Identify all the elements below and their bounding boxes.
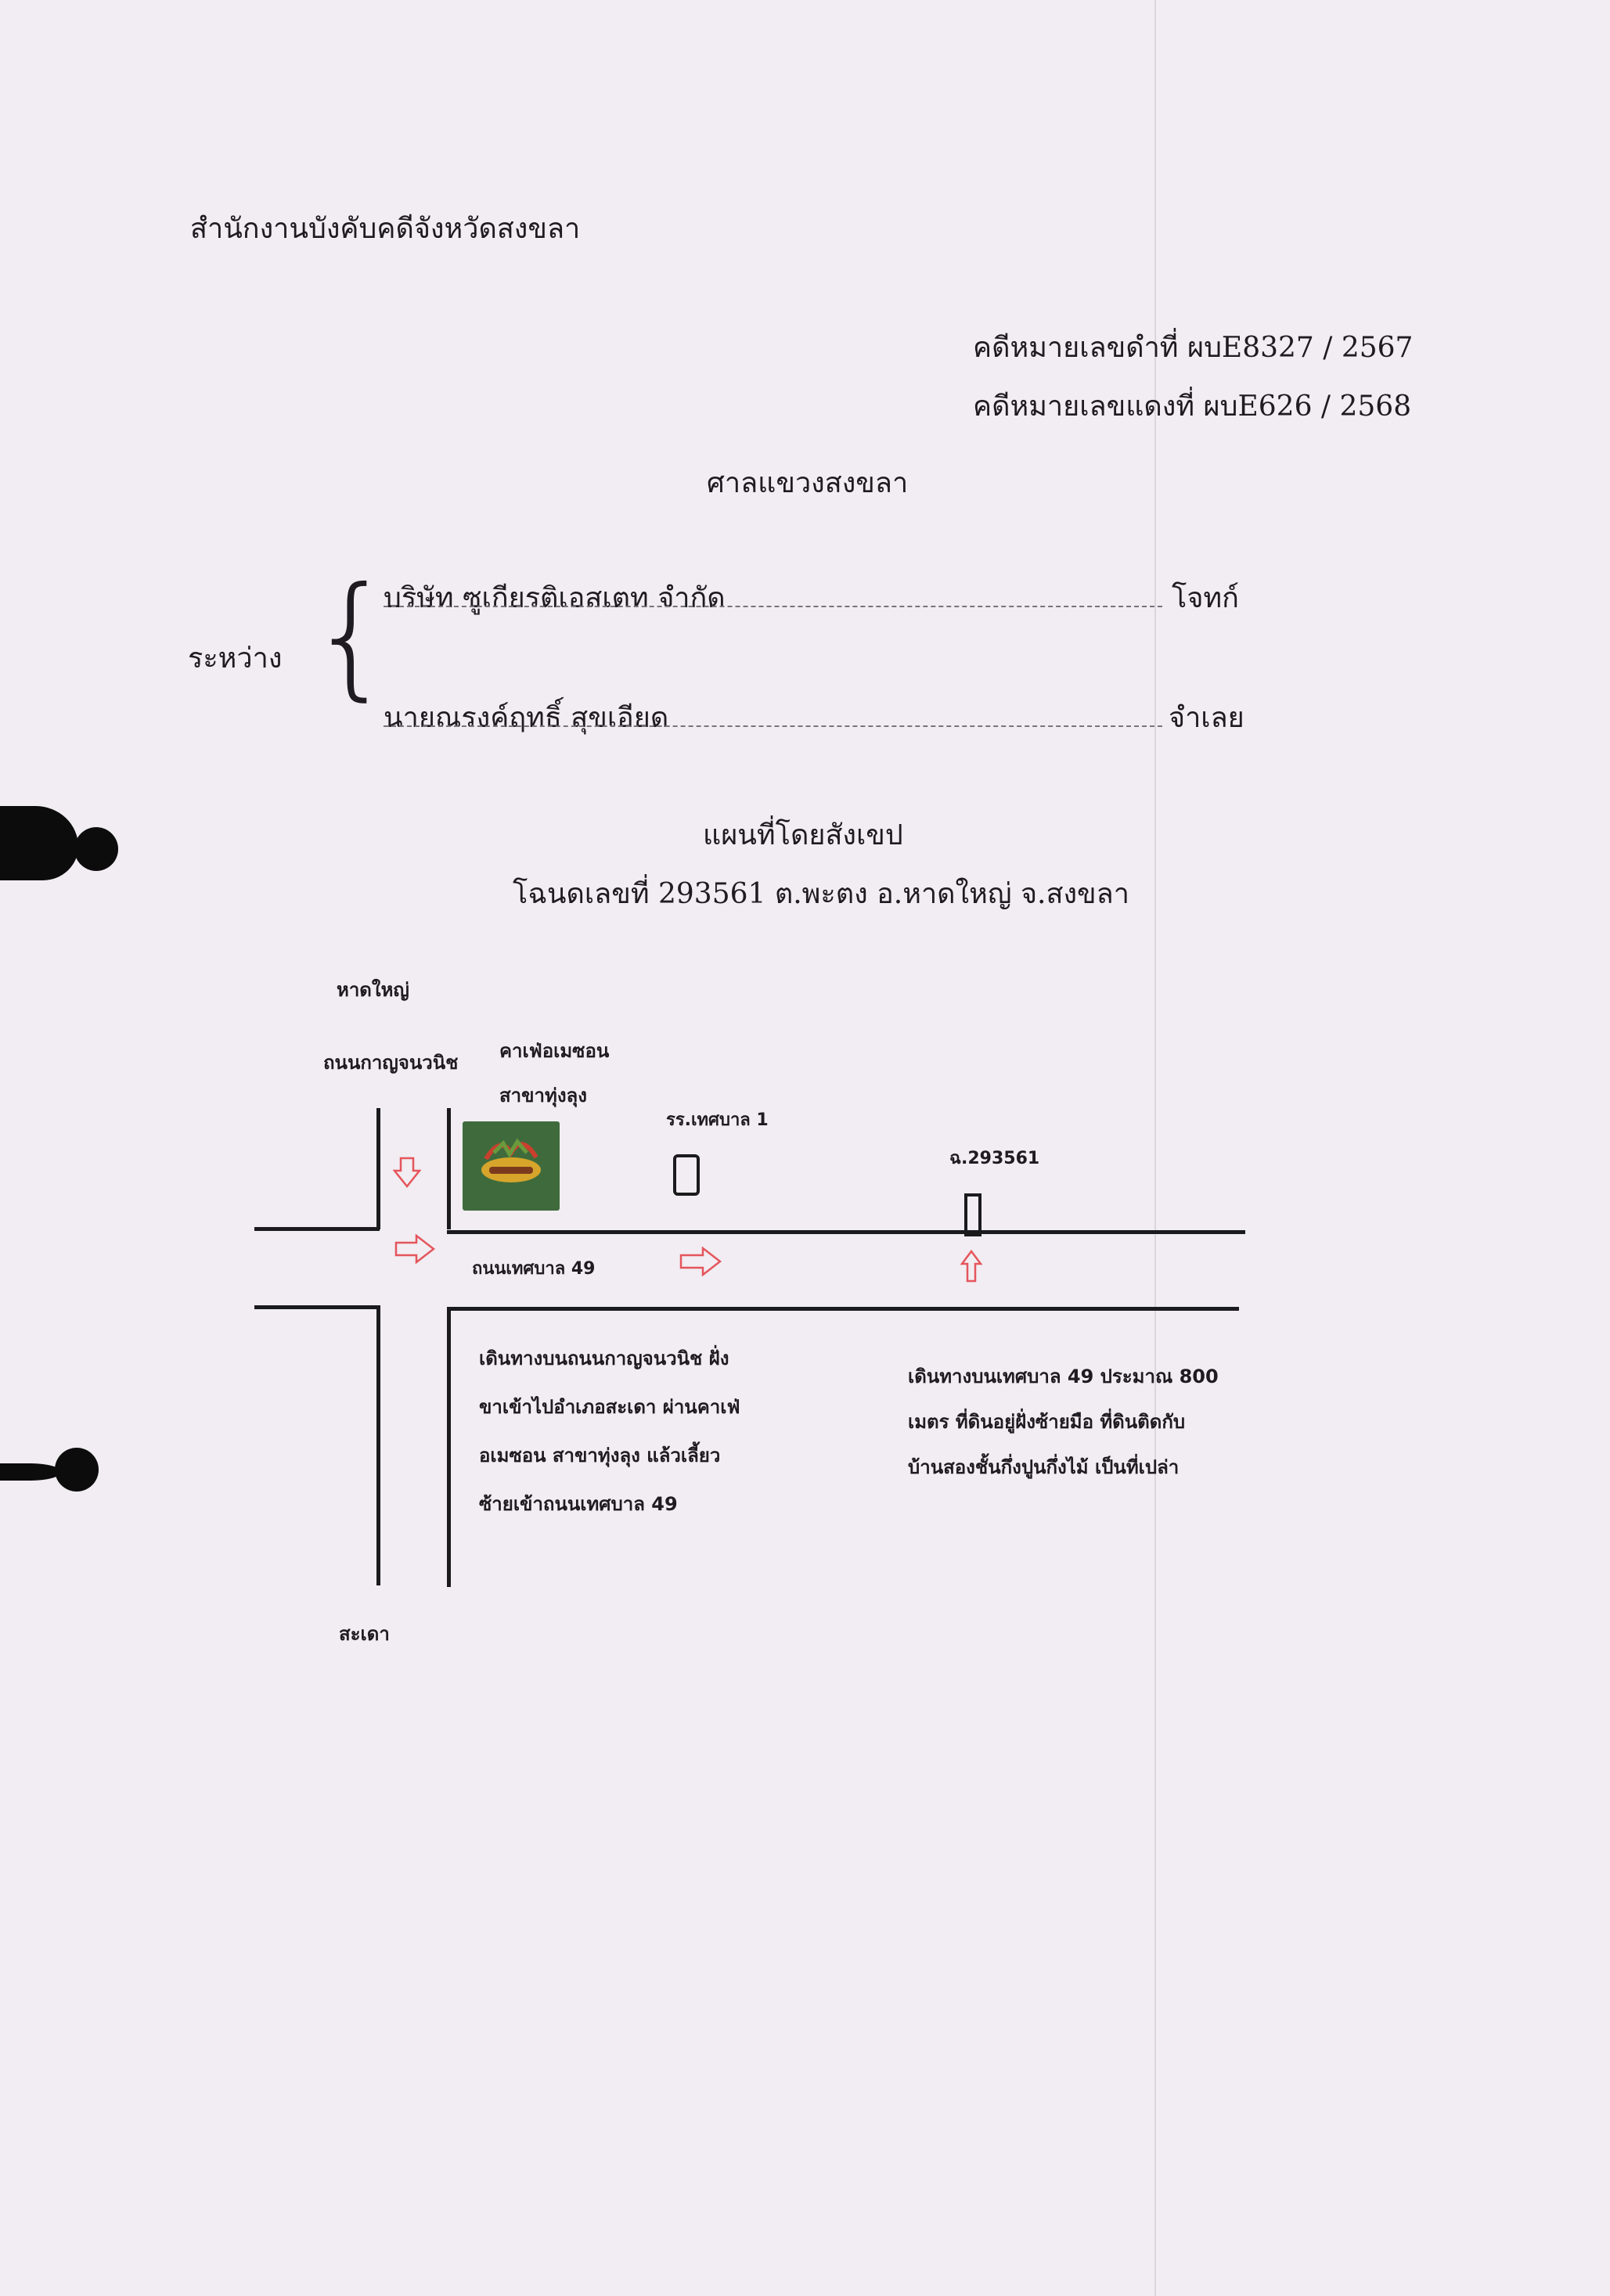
cafe-amazon-logo [463,1121,560,1211]
south-direction-label: สะเดา [339,1623,390,1645]
cafe-amazon-logo-graphic [481,1138,541,1182]
between-label: ระหว่าง [188,642,283,675]
side-road-bottom-edge [447,1307,1239,1311]
office-name: สำนักงานบังคับคดีจังหวัดสงขลา [190,213,581,245]
defendant-name: นายณรงค์ฤทธิ์ สุขเอียด [384,702,669,734]
land-plot-marker [964,1193,981,1236]
main-road-right-upper [447,1108,451,1229]
main-road-left-lower [376,1305,380,1585]
red-case-number: คดีหมายเลขแดงที่ ผบE626 / 2568 [973,390,1412,423]
plaintiff-dotted-line [384,606,1162,607]
side-road-top-edge [447,1230,1245,1234]
note-right-line: บ้านสองชั้นกึ่งปูนกึ่งไม้ เป็นที่เปล่า [908,1456,1180,1478]
note-right-line: เมตร ที่ดินอยู่ฝั่งซ้ายมือ ที่ดินติดกับ [908,1411,1186,1433]
punch-hole-bottom-smudge [0,1463,61,1481]
cafe-label-line1: คาเฟ่อเมซอน [499,1040,610,1062]
main-road-left-cross-top [254,1227,380,1231]
school-marker [673,1154,700,1196]
side-road-label: ถนนเทศบาล 49 [472,1259,596,1279]
arrow-right-icon [679,1247,722,1276]
court-name: ศาลแขวงสงขลา [707,467,909,499]
directions-note-side-road: เดินทางบนเทศบาล 49 ประมาณ 800 เมตร ที่ดิ… [908,1354,1219,1490]
cafe-label-line2: สาขาทุ่งลุง [499,1085,587,1107]
arrow-right-icon [394,1234,435,1264]
note-left-line: ซ้ายเข้าถนนเทศบาล 49 [479,1493,678,1515]
main-road-right-lower [447,1307,451,1587]
north-direction-label: หาดใหญ่ [337,979,409,1001]
map-subtitle: โฉนดเลขที่ 293561 ต.พะตง อ.หาดใหญ่ จ.สงข… [513,878,1129,910]
arrow-up-icon [960,1250,982,1283]
brace-symbol: { [309,559,394,714]
defendant-role: จำเลย [1169,702,1244,734]
paper-fold-line [1154,0,1156,2296]
plaintiff-role: โจทก์ [1172,582,1239,614]
note-left-line: ขาเข้าไปอำเภอสะเดา ผ่านคาเฟ่ [479,1396,740,1418]
main-road-label: ถนนกาญจนวนิช [323,1052,459,1074]
note-right-line: เดินทางบนเทศบาล 49 ประมาณ 800 [908,1366,1219,1387]
punch-hole-top-smudge [0,806,78,880]
punch-hole-top [74,827,118,871]
arrow-down-icon [393,1157,421,1188]
punch-hole-bottom [55,1448,99,1492]
main-road-left-cross-bottom [254,1305,380,1309]
defendant-dotted-line [384,725,1162,727]
deed-label: ฉ.293561 [949,1149,1040,1168]
plaintiff-name: บริษัท ซูเกียรติเอสเตท จำกัด [384,582,726,614]
directions-note-main-road: เดินทางบนถนนกาญจนวนิช ฝั่ง ขาเข้าไปอำเภอ… [479,1334,740,1528]
note-left-line: เดินทางบนถนนกาญจนวนิช ฝั่ง [479,1348,729,1369]
black-case-number: คดีหมายเลขดำที่ ผบE8327 / 2567 [973,332,1414,364]
main-road-left-upper [376,1108,380,1229]
school-label: รร.เทศบาล 1 [666,1110,769,1130]
map-title: แผนที่โดยสังเขป [703,819,903,851]
note-left-line: อเมซอน สาขาทุ่งลุง แล้วเลี้ยว [479,1445,721,1466]
